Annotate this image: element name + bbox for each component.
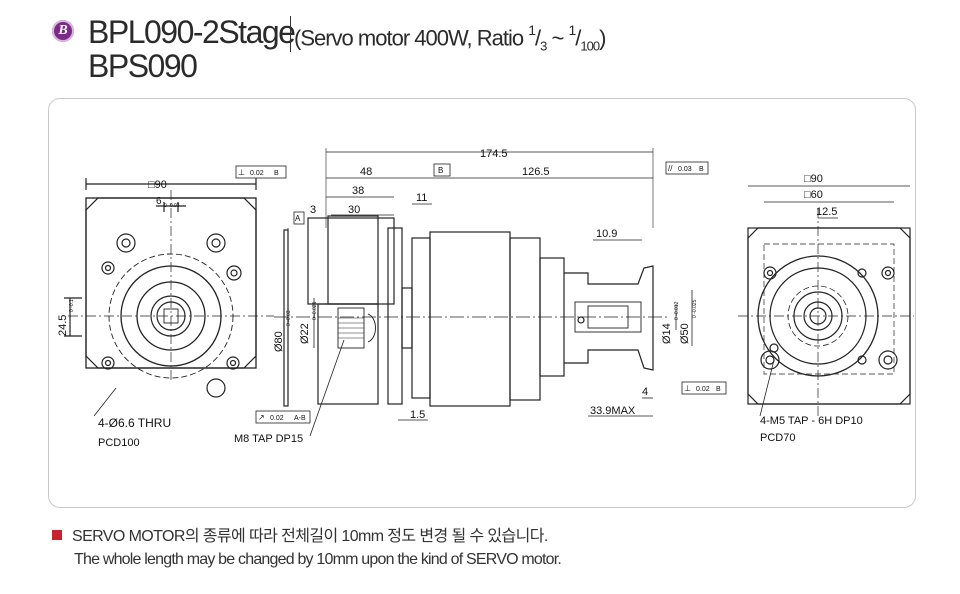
- datum-a-label: A: [295, 214, 301, 223]
- ratio-sep: ~: [546, 25, 569, 51]
- dia-80-label: Ø80: [273, 331, 285, 352]
- height-tol: 0 -0.1: [69, 299, 75, 312]
- output-key-label: 12.5: [816, 206, 837, 218]
- dim-48-label: 48: [360, 166, 372, 178]
- dim-4-label: 4: [642, 386, 648, 398]
- dia-50-tol: 0 -0.025: [692, 299, 698, 318]
- dia-14-label: Ø14: [661, 323, 673, 344]
- model-name: BPL090-2Stage: [88, 14, 296, 50]
- dim-30-label: 30: [348, 204, 360, 216]
- gearbox-side-view: [274, 215, 668, 407]
- mount-holes-label: 4-Ø6.6 THRU: [98, 416, 171, 430]
- output-square-60-label: □60: [804, 189, 823, 201]
- tol-runout: 0.02: [270, 415, 284, 422]
- ratio-a-num: 1: [528, 22, 536, 38]
- note-korean-text: SERVO MOTOR의 종류에 따라 전체길이 10mm 정도 변경 될 수 …: [72, 528, 548, 545]
- dia-22-tol: 0 -0.021: [312, 301, 318, 320]
- dim-11-label: 11: [416, 192, 427, 204]
- dim-10-9-label: 10.9: [596, 228, 617, 240]
- note-korean: SERVO MOTOR의 종류에 따라 전체길이 10mm 정도 변경 될 수 …: [52, 522, 548, 546]
- dia-50-label: Ø50: [679, 323, 691, 344]
- tap-m8-label: M8 TAP DP15: [234, 433, 303, 445]
- spec-subtitle: (Servo motor 400W, Ratio 1/3 ~ 1/100): [294, 22, 606, 54]
- flange-front-view: [64, 178, 274, 398]
- model-name-alt: BPS090: [88, 48, 198, 84]
- dim-33-9-label: 33.9MAX: [590, 405, 636, 417]
- ratio-b-den: 100: [580, 38, 600, 54]
- dim-126-label: 126.5: [522, 166, 550, 178]
- bullet-icon: [52, 530, 62, 540]
- ratio-a-den: 3: [540, 38, 547, 54]
- tol-perp-top-ref: B: [274, 170, 279, 177]
- dia-80-tol: 0 -0.03: [286, 310, 292, 326]
- tol-perp-bottom-ref: B: [716, 386, 721, 393]
- ratio-b-num: 1: [568, 22, 576, 38]
- dim-38-label: 38: [352, 185, 364, 197]
- tol-runout-ref: A-B: [294, 415, 306, 422]
- technical-drawing: □90 6 0 -0.03 24.5 0 -0.1 4-Ø6.6 THRU PC…: [57, 148, 914, 449]
- series-badge: B: [52, 20, 74, 42]
- overall-length-label: 174.5: [480, 148, 508, 160]
- left-pcd-label: PCD100: [98, 437, 140, 449]
- tol-perp-bottom: 0.02: [696, 386, 710, 393]
- output-tap-label: 4-M5 TAP - 6H DP10: [760, 415, 863, 427]
- dim-3-label: 3: [310, 204, 316, 216]
- tol-par-ref: B: [699, 166, 704, 173]
- dia-14-tol: 0 -0.012: [674, 301, 680, 320]
- svg-text:⊥: ⊥: [684, 384, 691, 393]
- spec-prefix: (Servo motor 400W, Ratio: [294, 25, 529, 51]
- right-pcd-label: PCD70: [760, 432, 795, 444]
- svg-text:⊥: ⊥: [238, 168, 245, 177]
- output-front-view: [738, 185, 914, 418]
- tol-par: 0.03: [678, 166, 692, 173]
- key-width-tol: 0 -0.03: [164, 203, 180, 209]
- header: B BPL090-2Stage BPS090 (Servo motor 400W…: [0, 0, 960, 90]
- spec-suffix: ): [599, 25, 606, 51]
- title-divider: [290, 16, 291, 52]
- key-width-label: 6: [156, 196, 162, 207]
- datum-b-label: B: [438, 166, 443, 175]
- dim-1-5-label: 1.5: [410, 409, 425, 421]
- dia-22-label: Ø22: [299, 323, 311, 344]
- output-square-90-label: □90: [804, 173, 823, 185]
- height-label: 24.5: [57, 315, 69, 336]
- svg-text:↗: ↗: [258, 413, 265, 422]
- flange-square-label: □90: [148, 179, 167, 191]
- svg-text://: //: [668, 164, 673, 173]
- tol-perp-top: 0.02: [250, 170, 264, 177]
- note-english: The whole length may be changed by 10mm …: [74, 551, 562, 568]
